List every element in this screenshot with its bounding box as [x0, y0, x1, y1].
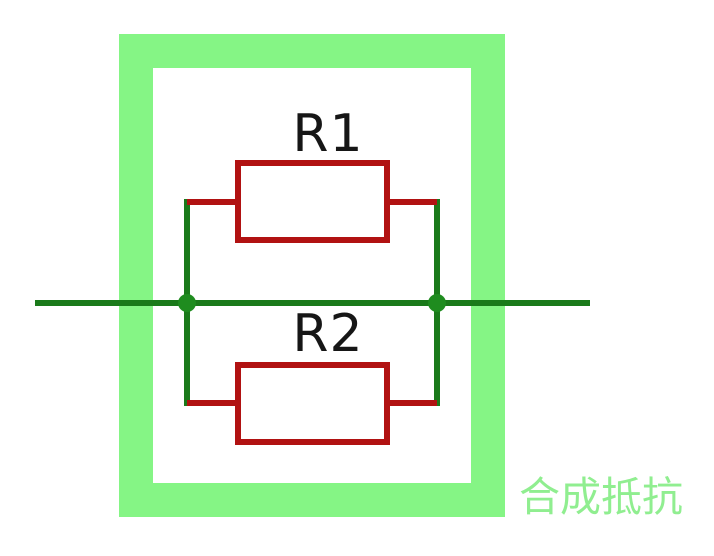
resistor-r1-lead-right [390, 199, 437, 205]
resistor-r1-lead-left [187, 199, 235, 205]
resistor-r2-body [235, 362, 390, 445]
resistor-r1-label: R1 [292, 104, 364, 164]
resistor-r2-lead-left [187, 400, 235, 406]
highlight-frame [119, 34, 505, 517]
junction-dot-left [178, 294, 196, 312]
junction-dot-right [428, 294, 446, 312]
main-horizontal-wire [35, 300, 590, 306]
resistor-r1-body [235, 160, 390, 243]
resistor-r2-lead-right [390, 400, 437, 406]
caption-combined-resistance: 合成抵抗 [519, 473, 683, 521]
resistor-r2-label: R2 [292, 304, 364, 364]
